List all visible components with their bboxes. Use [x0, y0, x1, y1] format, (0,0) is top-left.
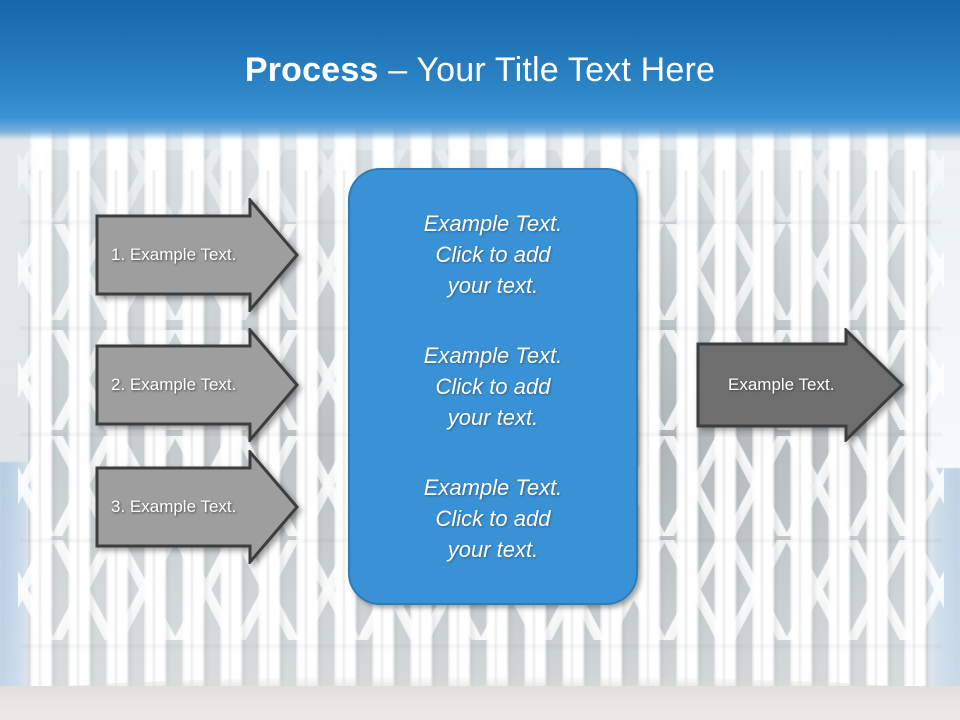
process-input-arrow-3[interactable]: 3. Example Text.: [95, 450, 299, 564]
process-input-arrow-2-label: 2. Example Text.: [111, 375, 237, 394]
center-content-panel[interactable]: Example Text. Click to add your text. Ex…: [348, 168, 638, 605]
header-band: Process – Your Title Text Here: [0, 0, 960, 140]
concrete-ground: [0, 686, 960, 720]
process-input-arrow-3-label: 3. Example Text.: [111, 497, 237, 516]
process-input-arrow-1-label: 1. Example Text.: [111, 245, 237, 264]
page-title: Process – Your Title Text Here: [0, 50, 960, 90]
page-title-bold: Process: [244, 51, 379, 89]
center-panel-text-block-1: Example Text. Click to add your text.: [423, 210, 563, 298]
center-panel-text-block-2: Example Text. Click to add your text.: [423, 342, 563, 430]
process-input-arrow-1[interactable]: 1. Example Text.: [95, 198, 299, 312]
process-output-arrow[interactable]: Example Text.: [696, 328, 904, 442]
process-input-arrow-2[interactable]: 2. Example Text.: [95, 328, 299, 442]
arrow-right-shape-icon: [95, 450, 299, 564]
center-panel-text-block-3: Example Text. Click to add your text.: [423, 475, 563, 563]
arrow-right-shape-icon: [95, 198, 299, 312]
page-title-rest: Your Title Text Here: [416, 51, 716, 89]
page-title-separator: –: [378, 51, 417, 89]
arrow-right-shape-icon: [95, 328, 299, 442]
process-output-arrow-label: Example Text.: [728, 375, 835, 394]
arrow-right-shape-icon: [696, 328, 904, 442]
